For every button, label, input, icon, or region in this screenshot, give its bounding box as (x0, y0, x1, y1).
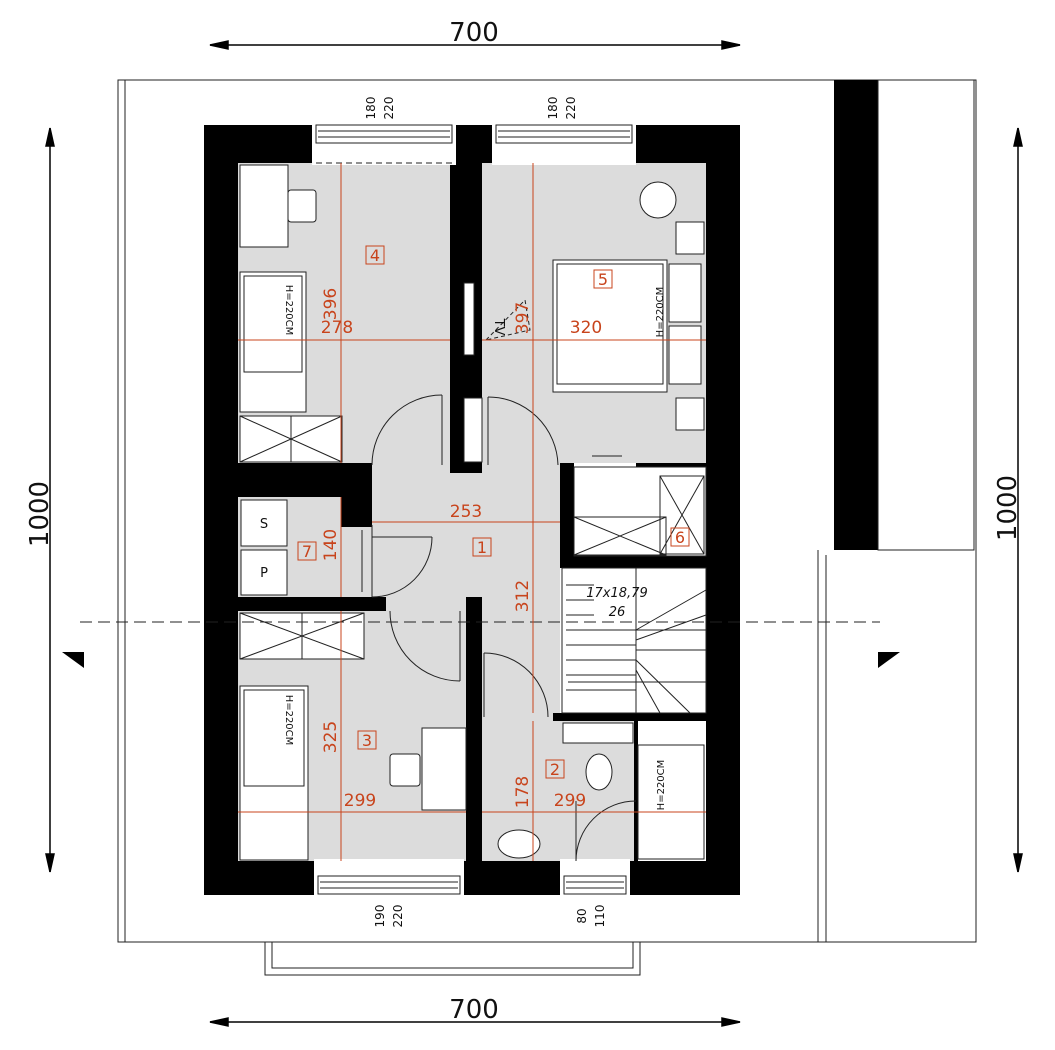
room4-furniture (239, 164, 343, 463)
chimney-block (834, 79, 975, 551)
room-number-6: 6 (675, 528, 685, 547)
win-tr-b: 220 (564, 97, 578, 120)
door-room2 (483, 652, 549, 718)
win-bl-a: 190 (373, 905, 387, 928)
win-br-a: 80 (575, 908, 589, 923)
window-bottom-left (314, 859, 464, 897)
room2-width: 299 (554, 791, 586, 811)
stairs-spec: 17x18,79 (586, 586, 647, 601)
toilet (585, 753, 613, 791)
win-tr-a: 180 (546, 97, 560, 120)
cabinet-p-label: P (260, 566, 268, 581)
dimension-lines (45, 40, 1023, 1027)
chair-room4 (287, 189, 317, 223)
height-right: 1000 (993, 475, 1023, 541)
win-br-b: 110 (593, 905, 607, 928)
bed-room3 (239, 685, 309, 861)
sink (497, 829, 541, 859)
width-bottom: 700 (449, 995, 499, 1025)
room2-height: 178 (513, 776, 533, 808)
room-number-2: 2 (550, 760, 560, 779)
room4-width: 278 (321, 318, 353, 338)
room7-height: 140 (321, 529, 341, 561)
room3-height: 325 (321, 721, 341, 753)
cabinet-s-label: S (260, 517, 268, 532)
armchair-room5 (639, 181, 677, 219)
stairs-count: 26 (609, 605, 626, 620)
shelf-room5-a (675, 221, 705, 255)
section-line (62, 621, 900, 668)
room-numbers (297, 245, 690, 779)
window-top-right (492, 123, 636, 165)
width-top: 700 (449, 18, 499, 48)
tv-label: TV (491, 318, 506, 336)
roof-outline (117, 79, 977, 976)
window-bottom-right (560, 859, 630, 897)
room-number-1: 1 (477, 538, 487, 557)
shelf-room5-b (675, 397, 705, 431)
room4-height: 396 (321, 288, 341, 320)
door-room3 (389, 610, 461, 682)
desk-room4 (239, 164, 289, 248)
cabinet-s (240, 499, 288, 547)
room6-furniture (573, 455, 707, 557)
bed-room4-height: H=220CM (283, 285, 294, 336)
bed-room5-height: H=220CM (655, 287, 666, 338)
staircase (561, 567, 707, 714)
bath-height: H=220CM (656, 760, 667, 811)
door-room7 (371, 536, 433, 598)
room-number-5: 5 (598, 270, 608, 289)
bed-room4 (239, 271, 307, 413)
chair-room3 (389, 753, 421, 787)
bath-fixtures (497, 722, 705, 860)
door-room5 (487, 396, 559, 466)
height-left: 1000 (25, 481, 55, 547)
bathtub (637, 744, 705, 860)
room5-width: 320 (570, 318, 602, 338)
windows (312, 123, 636, 897)
hall-width: 253 (450, 502, 482, 522)
room3-width: 299 (344, 791, 376, 811)
win-tl-a: 180 (364, 97, 378, 120)
room3-furniture (239, 612, 467, 861)
room-number-7: 7 (302, 542, 312, 561)
door-bath (575, 800, 637, 862)
nightstand-room5-a (668, 263, 702, 323)
tv-unit (463, 282, 475, 356)
cabinet-p (240, 549, 288, 596)
door-room4 (371, 394, 443, 466)
room-number-4: 4 (370, 246, 380, 265)
bed-room3-height: H=220CM (283, 695, 294, 746)
wardrobe-room5 (463, 397, 483, 463)
bed-room5 (552, 259, 668, 393)
room-number-3: 3 (362, 731, 372, 750)
room-dimension-lines (238, 163, 706, 861)
win-bl-b: 220 (391, 905, 405, 928)
doors (341, 394, 637, 862)
room5-furniture (463, 181, 705, 463)
hall-height: 312 (513, 580, 533, 612)
room5-height: 397 (513, 302, 533, 334)
win-tl-b: 220 (382, 97, 396, 120)
nightstand-room5-b (668, 325, 702, 385)
room7-furniture (240, 499, 288, 596)
desk-room3 (421, 727, 467, 811)
window-top-left (312, 123, 456, 165)
